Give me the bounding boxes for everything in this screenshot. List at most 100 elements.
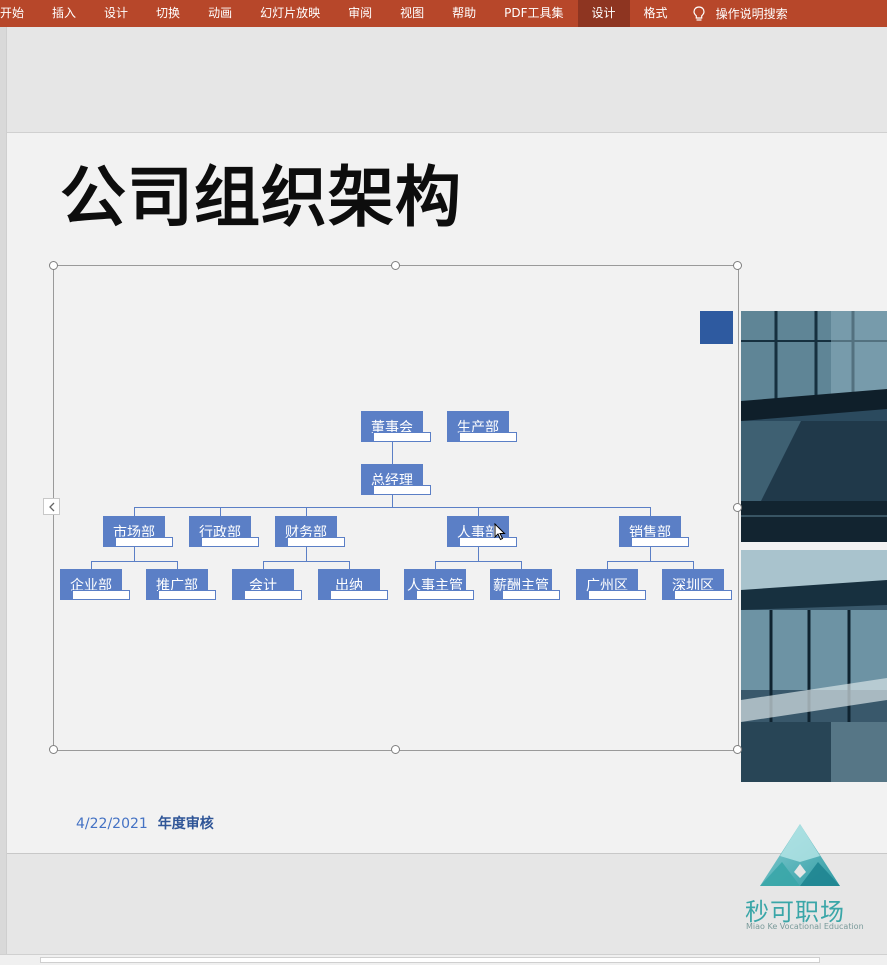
horizontal-scrollbar[interactable] — [0, 954, 887, 965]
org-node-text-box[interactable] — [588, 590, 646, 600]
org-node-team[interactable]: 广州区 — [576, 569, 646, 600]
org-node-text-box[interactable] — [459, 537, 517, 547]
mountain-logo-icon — [760, 824, 840, 886]
connector-dept-1 — [220, 507, 221, 516]
tab-pdf-tools[interactable]: PDF工具集 — [504, 6, 564, 20]
tab-review[interactable]: 审阅 — [348, 6, 373, 20]
connector-dept-bar — [134, 507, 651, 508]
org-node-label[interactable]: 推广部 — [146, 569, 208, 600]
connector-board-gm — [392, 442, 393, 464]
tab-transitions[interactable]: 切换 — [156, 6, 181, 20]
connector-dept-4 — [650, 507, 651, 516]
ribbon-tabs: 开始 插入 设计 切换 动画 幻灯片放映 审阅 视图 帮助 PDF工具集 设计 … — [0, 0, 887, 27]
connector-gm-down — [392, 495, 393, 507]
resize-handle-bottom-left[interactable] — [49, 745, 58, 754]
accent-square[interactable] — [700, 311, 733, 344]
tab-design[interactable]: 设计 — [104, 6, 129, 20]
connector-hr-bar — [435, 561, 522, 562]
org-node-text-box[interactable] — [72, 590, 130, 600]
tab-insert[interactable]: 插入 — [52, 6, 77, 20]
tab-animations[interactable]: 动画 — [208, 6, 233, 20]
connector-dept-3 — [478, 507, 479, 516]
connector-hr-down — [478, 547, 479, 561]
brand-name: 秒可职场 — [745, 898, 845, 926]
connector-market-down — [134, 547, 135, 561]
search-label: 操作说明搜索 — [715, 7, 788, 21]
org-node-gm[interactable]: 总经理 — [361, 464, 431, 495]
connector-dept-2 — [306, 507, 307, 516]
tab-help[interactable]: 帮助 — [452, 6, 477, 20]
org-node-text-box[interactable] — [674, 590, 732, 600]
connector-finance-down — [306, 547, 307, 561]
slide-thumbnail-pane-edge — [0, 27, 7, 964]
org-node-text-box[interactable] — [287, 537, 345, 547]
org-node-label[interactable]: 生产部 — [447, 411, 509, 442]
resize-handle-top-left[interactable] — [49, 261, 58, 270]
org-node-text-box[interactable] — [373, 432, 431, 442]
org-node-text-box[interactable] — [631, 537, 689, 547]
chevron-left-icon — [48, 502, 54, 511]
slide-title[interactable]: 公司组织架构 — [60, 159, 462, 236]
connector-finance-bar — [263, 561, 350, 562]
slide-canvas[interactable]: 公司组织架构 — [7, 132, 887, 854]
org-node-text-box[interactable] — [459, 432, 517, 442]
slide-footer: 4/22/2021 年度审核 — [76, 813, 214, 833]
org-node-text-box[interactable] — [244, 590, 302, 600]
org-node-text-box[interactable] — [373, 485, 431, 495]
org-node-text-box[interactable] — [330, 590, 388, 600]
building-photo-top[interactable] — [741, 311, 887, 542]
org-node-text-box[interactable] — [502, 590, 560, 600]
brand-tagline: Miao Ke Vocational Education — [746, 922, 864, 931]
connector-team-5 — [521, 561, 522, 569]
resize-handle-top[interactable] — [391, 261, 400, 270]
brand-watermark: 秒可职场 Miao Ke Vocational Education — [742, 822, 864, 932]
tab-slideshow[interactable]: 幻灯片放映 — [260, 6, 321, 20]
connector-team-1 — [177, 561, 178, 569]
org-node-dept-sales[interactable]: 销售部 — [619, 516, 689, 547]
footer-text[interactable]: 年度审核 — [157, 816, 214, 832]
connector-team-6 — [607, 561, 608, 569]
tab-format[interactable]: 格式 — [643, 6, 668, 20]
org-node-team[interactable]: 深圳区 — [662, 569, 732, 600]
connector-team-3 — [349, 561, 350, 569]
connector-team-4 — [435, 561, 436, 569]
lightbulb-icon — [692, 5, 705, 21]
scrollbar-thumb[interactable] — [40, 957, 820, 963]
org-node-board[interactable]: 董事会 — [361, 411, 431, 442]
resize-handle-bottom[interactable] — [391, 745, 400, 754]
connector-dept-0 — [134, 507, 135, 516]
org-node-team[interactable]: 推广部 — [146, 569, 216, 600]
resize-handle-bottom-right[interactable] — [733, 745, 742, 754]
resize-handle-right[interactable] — [733, 503, 742, 512]
tab-home[interactable]: 开始 — [0, 6, 25, 20]
org-node-team[interactable]: 企业部 — [60, 569, 130, 600]
org-node-text-box[interactable] — [416, 590, 474, 600]
connector-market-bar — [91, 561, 178, 562]
connector-team-2 — [263, 561, 264, 569]
smartart-selection-frame[interactable] — [53, 265, 739, 751]
text-pane-toggle[interactable] — [43, 498, 60, 515]
org-node-team[interactable]: 会计 — [232, 569, 302, 600]
org-node-text-box[interactable] — [201, 537, 259, 547]
mouse-pointer-icon — [494, 522, 506, 545]
connector-team-7 — [693, 561, 694, 569]
org-node-dept-market[interactable]: 市场部 — [103, 516, 173, 547]
resize-handle-top-right[interactable] — [733, 261, 742, 270]
connector-sales-down — [650, 547, 651, 561]
connector-team-0 — [91, 561, 92, 569]
connector-sales-bar — [607, 561, 694, 562]
org-node-team[interactable]: 薪酬主管 — [490, 569, 560, 600]
org-node-team[interactable]: 出纳 — [318, 569, 388, 600]
tab-view[interactable]: 视图 — [400, 6, 425, 20]
org-node-dept-finance[interactable]: 财务部 — [275, 516, 345, 547]
building-photo-bottom[interactable] — [741, 550, 887, 782]
org-node-production[interactable]: 生产部 — [447, 411, 517, 442]
tab-smartart-design[interactable]: 设计 — [577, 0, 630, 27]
org-node-team[interactable]: 人事主管 — [404, 569, 474, 600]
tell-me-search[interactable]: 操作说明搜索 — [682, 5, 788, 22]
org-node-dept-admin[interactable]: 行政部 — [189, 516, 259, 547]
org-node-text-box[interactable] — [158, 590, 216, 600]
org-node-text-box[interactable] — [115, 537, 173, 547]
org-node-label[interactable]: 总经理 — [361, 464, 423, 495]
footer-date[interactable]: 4/22/2021 — [76, 816, 148, 832]
